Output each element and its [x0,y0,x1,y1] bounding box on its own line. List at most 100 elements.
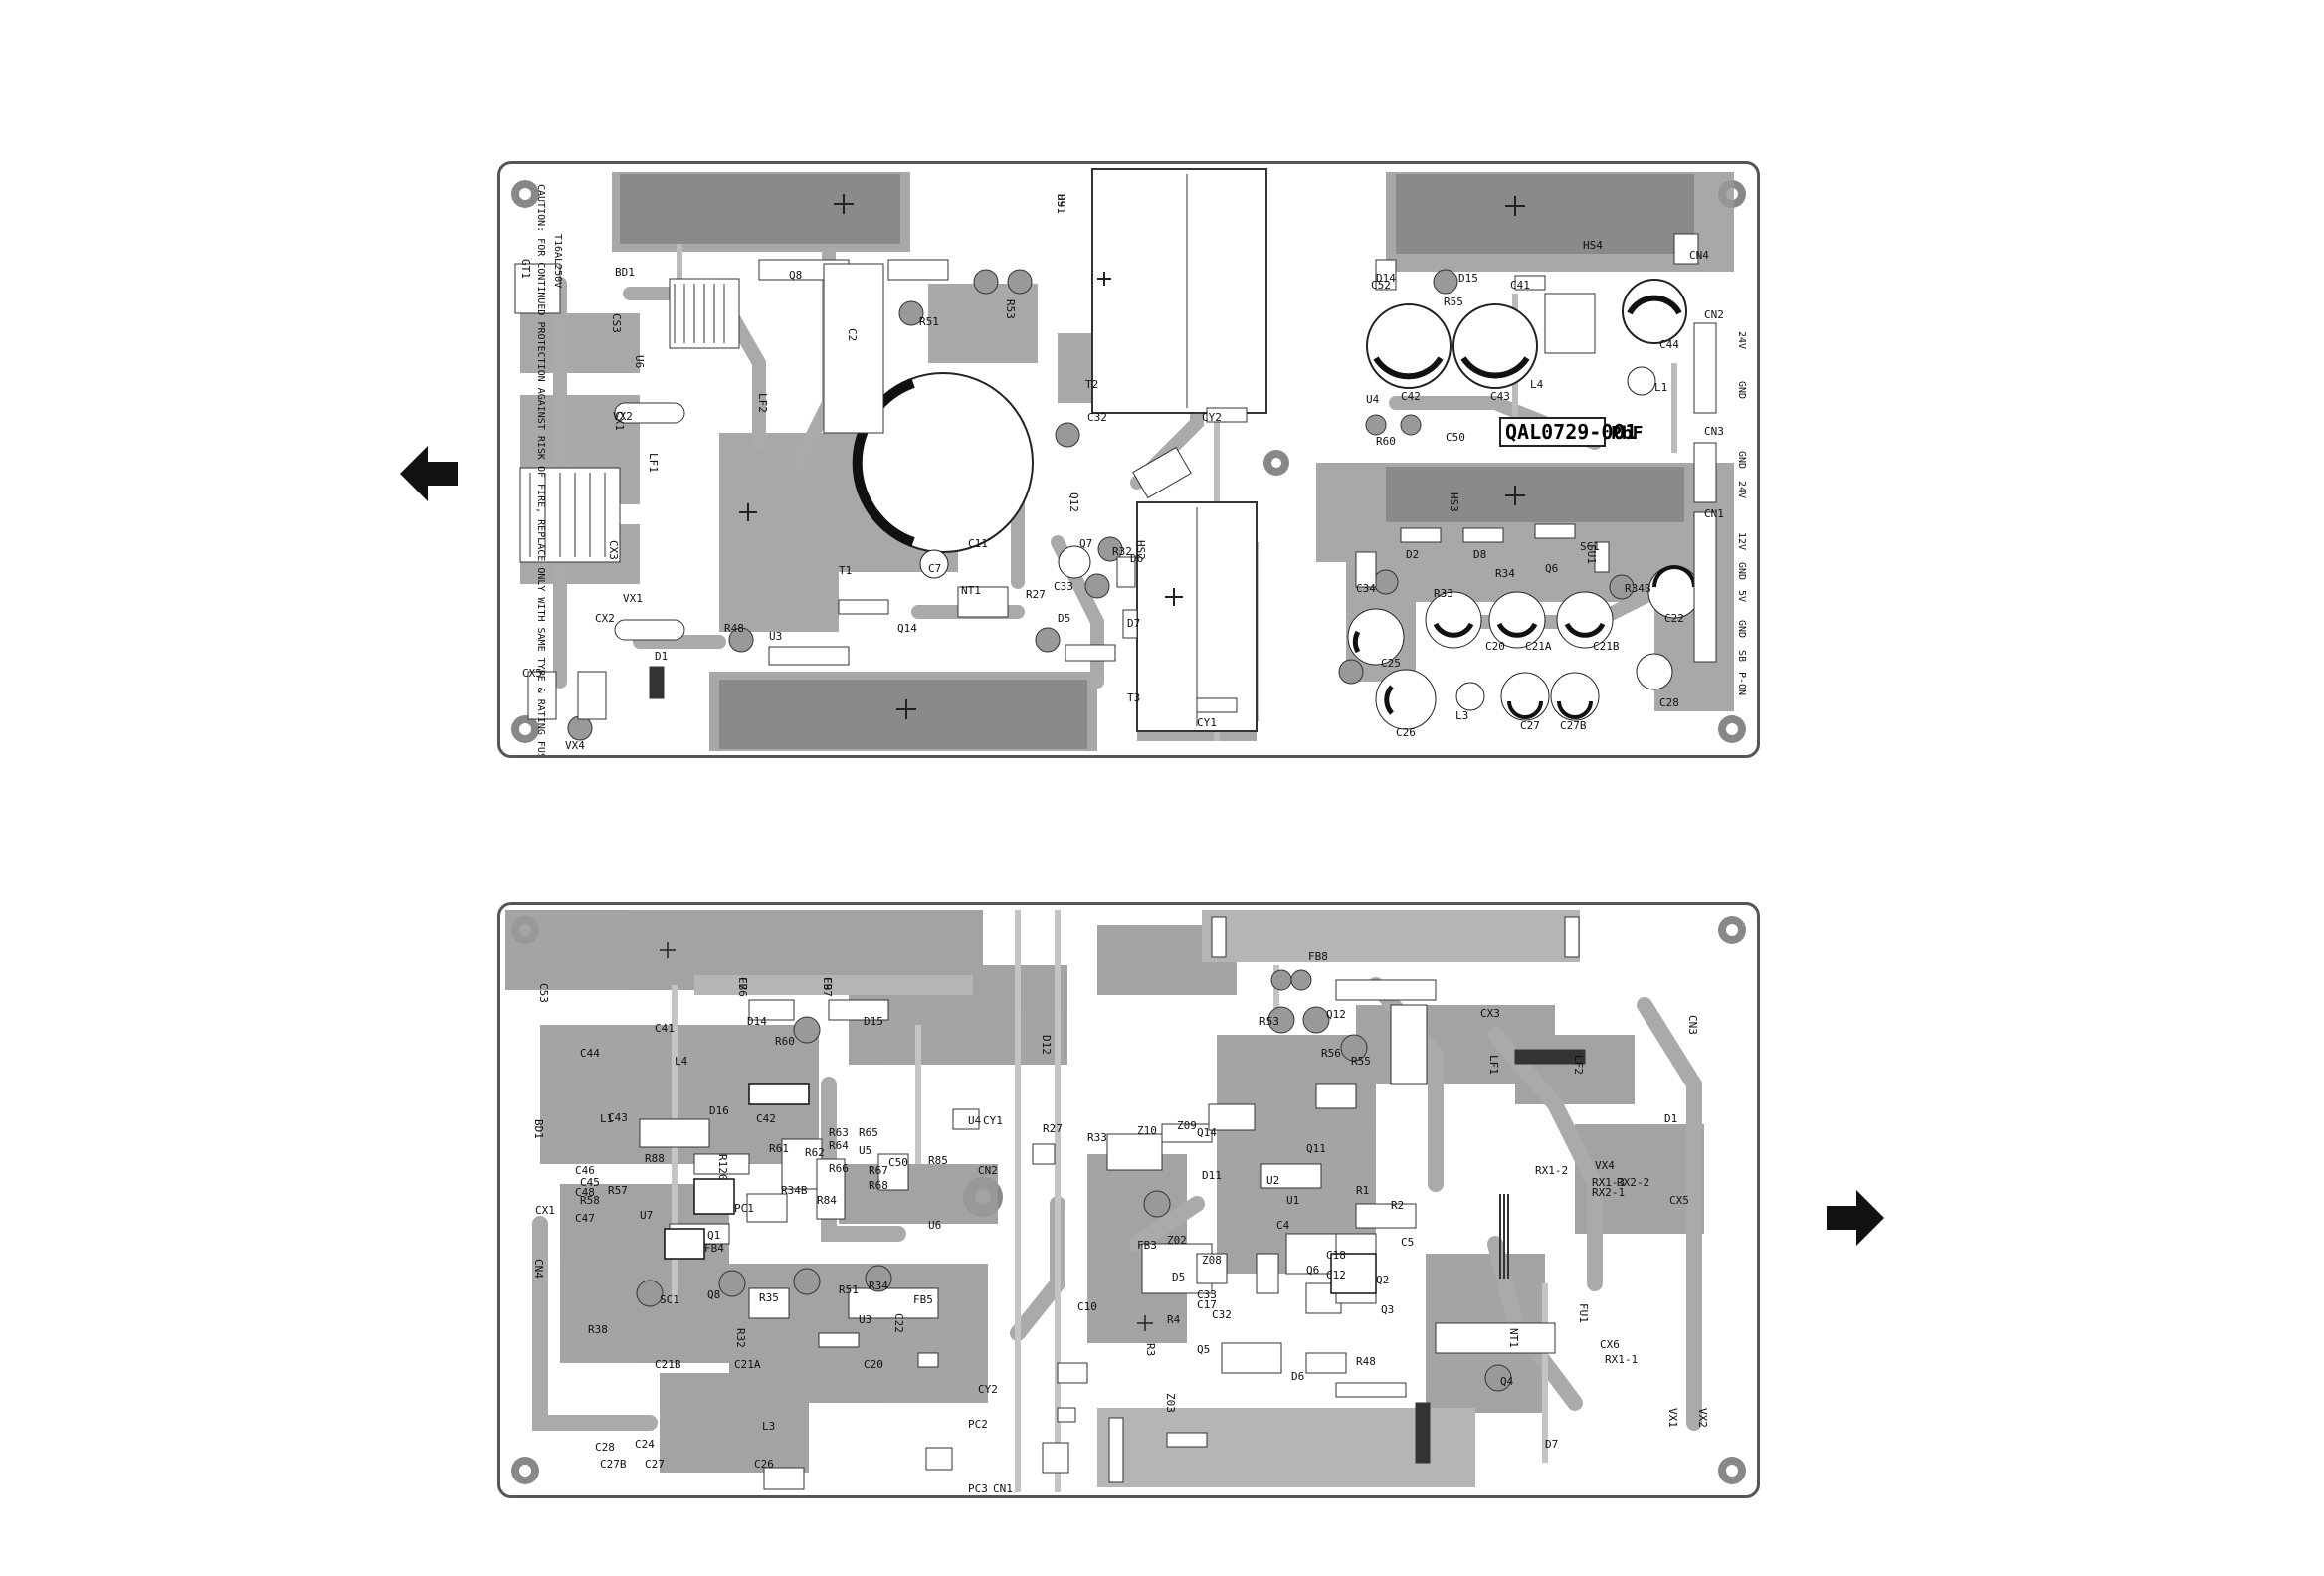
bottom-designator: RX1-2 [1535,1164,1568,1177]
top-designator: VX2 [613,410,633,423]
top-designator: CX2 [595,612,615,625]
bottom-designator: RX1-1 [1605,1353,1638,1366]
bottom-designator: R3 [1144,1343,1157,1356]
bottom-designator: Q11 [1306,1142,1326,1155]
bottom-designator: Z08 [1202,1254,1222,1267]
bottom-designator: R63 [829,1126,849,1139]
top-designator: C21B [1593,640,1620,653]
bottom-designator: C24 [635,1438,655,1451]
top-designator: D14 [1376,272,1396,285]
bottom-designator: CN4 [532,1259,545,1279]
bottom-designator: R61 [769,1142,789,1155]
top-designator: LF1 [647,453,660,473]
fuse-caution-note: CAUTION: FOR CONTINUED PROTECTION AGAINS… [535,184,546,755]
bottom-designator: CN1 [993,1482,1013,1495]
bottom-designator: Q14 [1197,1126,1217,1139]
top-designator: T1 [839,564,852,577]
bottom-designator: C4 [1276,1219,1290,1232]
top-designator: CY1 [1197,716,1217,729]
bottom-designator: FB8 [1308,950,1328,963]
top-designator: D9 [1055,194,1067,207]
top-designator: D15 [1458,272,1478,285]
bottom-designator: U1 [1286,1194,1299,1207]
bottom-designator: FB6 [736,977,749,997]
top-designator: Q7 [1079,537,1092,550]
bottom-designator: L4 [675,1055,688,1068]
bottom-designator: C47 [575,1212,595,1225]
top-designator: LF2 [756,393,769,413]
bottom-designator: CN2 [978,1164,998,1177]
top-designator: HS4 [1583,239,1603,252]
bottom-designator: U4 [968,1114,982,1127]
bottom-designator: C28 [595,1441,615,1454]
top-designator: Q6 [1545,562,1558,575]
top-designator: C33 [1054,580,1073,593]
connector-voltage-label: GND [1736,451,1747,469]
connector-voltage-label: GND [1736,562,1747,580]
bottom-designator: R35 [759,1291,779,1304]
smd-parts [639,979,1586,1490]
pcb-bottom-artwork: FB6FB7FB8FB3FB4FB5D14D15D16D12C41C42C43C… [505,910,1746,1495]
top-designator: Q14 [897,622,917,635]
top-designator: D8 [1473,548,1486,561]
top-designator: HS2 [1134,540,1147,560]
bottom-designator: R48 [1356,1355,1376,1368]
top-designator: BD1 [615,266,635,279]
bottom-designator: BD1 [532,1119,545,1139]
plus-marks [739,194,1525,719]
model-label-box [1499,417,1606,447]
bottom-designator: SC1 [660,1293,679,1306]
top-designator: VX4 [565,739,585,752]
bottom-designator: C50 [888,1156,908,1169]
bottom-designator: R55 [1351,1055,1371,1068]
bottom-designator: U3 [859,1313,872,1326]
small-parts [567,269,1635,741]
bottom-designator: R64 [829,1139,849,1152]
transformers [519,168,1267,732]
bottom-designator: FB3 [1137,1239,1157,1252]
top-designator: C27B [1560,719,1587,732]
bottom-designator: D1 [1664,1112,1677,1125]
pad-outlines-bottom [1108,916,1580,1483]
bottom-designator: D15 [864,1015,883,1028]
bottom-designator: R56 [1321,1047,1341,1060]
bottom-designator: R38 [588,1323,608,1336]
fuse-rating: T16AL250V [552,234,563,288]
top-designator: CX1 [613,411,626,431]
top-designator: SC1 [1580,540,1600,553]
bottom-designator: R60 [775,1035,795,1048]
bottom-designator: C26 [754,1458,774,1471]
top-designator: CN2 [1704,308,1724,321]
bottom-designator: C5 [1401,1236,1414,1249]
bottom-designator: C43 [608,1111,628,1124]
bottom-designator: R32 [734,1328,747,1348]
bottom-designator: Z02 [1167,1234,1187,1247]
bottom-designator: Q3 [1381,1303,1394,1316]
bottom-designator: CN3 [1686,1015,1699,1035]
bottom-designator: C41 [655,1022,675,1035]
pbf-label: PbF [1611,423,1644,444]
bottom-designator: C17 [1197,1298,1217,1311]
top-designator: C7 [928,562,941,575]
top-designator: D2 [1406,548,1419,561]
bottom-designator: U7 [640,1209,653,1222]
top-designator: R60 [1376,435,1396,448]
top-designator: R34 [1495,567,1515,580]
bottom-designator: R84 [817,1194,837,1207]
top-designator: C21A [1525,640,1552,653]
bottom-designator: FB4 [704,1242,724,1255]
bottom-designator: CX6 [1600,1338,1620,1351]
bottom-designator: D7 [1545,1438,1558,1451]
bottom-designator: D12 [1040,1035,1053,1055]
connector-voltage-label: 12V [1736,532,1747,550]
top-designator: C20 [1485,640,1505,653]
top-designator: CN3 [1704,425,1724,438]
bottom-designator: R2 [1391,1199,1404,1212]
top-designator: T2 [1085,378,1098,391]
bottom-designator: C42 [756,1112,776,1125]
bottom-designator: Z03 [1164,1393,1177,1413]
